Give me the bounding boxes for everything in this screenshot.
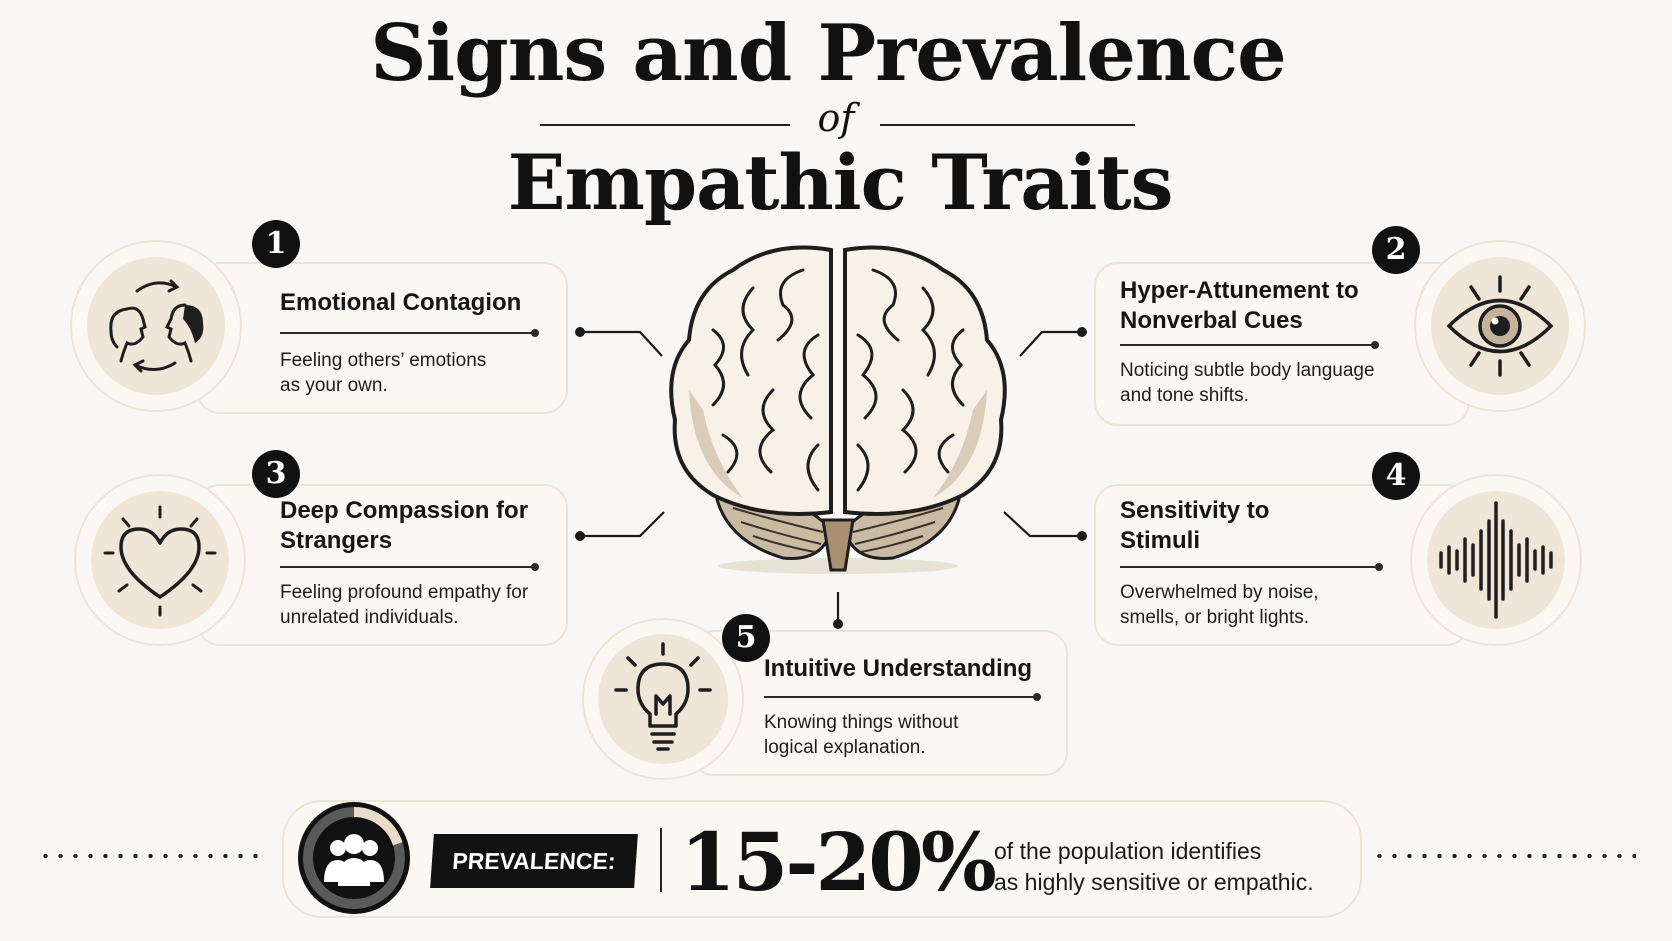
trait-description: Knowing things without logical explanati… xyxy=(764,712,959,758)
title-rule-right xyxy=(880,124,1135,126)
people-group-icon xyxy=(298,802,410,914)
trait-card-3: Deep Compassion for Strangers Feeling pr… xyxy=(196,484,568,646)
trait-description: Noticing subtle body language and tone s… xyxy=(1120,360,1375,406)
connector-1 xyxy=(580,330,663,357)
title-rule-left xyxy=(540,124,790,126)
prevalence-description: of the population identifies as highly s… xyxy=(994,836,1314,898)
title-connector: of xyxy=(817,96,855,140)
connector-2 xyxy=(1019,330,1082,357)
prevalence-description-line-2: as highly sensitive or empathic. xyxy=(994,869,1314,895)
connector-3 xyxy=(580,511,665,538)
trait-card-2: Hyper-Attunement to Nonverbal Cues Notic… xyxy=(1094,262,1470,426)
trait-rule xyxy=(1120,341,1379,349)
two-faces-exchange-icon xyxy=(109,279,204,373)
trait-description: Feeling profound empathy for unrelated i… xyxy=(280,582,529,628)
trait-icon-circle-3 xyxy=(74,474,246,646)
heart-icon xyxy=(103,505,217,617)
trait-heading: Hyper-Attunement to Nonverbal Cues xyxy=(1120,277,1359,334)
trait-heading: Deep Compassion for Strangers xyxy=(280,497,529,554)
dotted-rule-right xyxy=(1372,854,1636,858)
prevalence-label: PREVALENCE: xyxy=(430,834,638,888)
sound-wave-icon xyxy=(1439,501,1553,619)
connector-4 xyxy=(1003,511,1082,538)
trait-heading: Intuitive Understanding xyxy=(764,655,1033,682)
prevalence-description-line-1: of the population identifies xyxy=(994,838,1262,864)
title-line-1: Signs and Prevalence xyxy=(370,8,1287,99)
trait-rule xyxy=(280,329,539,337)
prevalence-value: 15-20% xyxy=(680,815,997,909)
brain-icon xyxy=(669,245,1007,574)
dotted-rule-left xyxy=(38,854,268,858)
trait-icon-circle-2 xyxy=(1414,240,1586,412)
trait-rule xyxy=(280,563,539,571)
eye-icon xyxy=(1446,275,1554,377)
trait-icon-circle-1 xyxy=(70,240,242,412)
trait-badge-5: 5 xyxy=(722,614,770,662)
trait-description: Overwhelmed by noise, smells, or bright … xyxy=(1120,582,1319,628)
trait-icon-circle-4 xyxy=(1410,474,1582,646)
trait-rule xyxy=(764,693,1041,701)
trait-badge-4: 4 xyxy=(1372,452,1420,500)
trait-card-1: Emotional Contagion Feeling others’ emot… xyxy=(196,262,568,414)
trait-heading: Sensitivity to Stimuli xyxy=(1120,497,1270,554)
trait-description: Feeling others’ emotions as your own. xyxy=(280,350,487,396)
trait-badge-2: 2 xyxy=(1372,226,1420,274)
trait-badge-1: 1 xyxy=(252,220,300,268)
trait-icon-circle-5 xyxy=(582,618,744,780)
trait-rule xyxy=(1120,563,1383,571)
prevalence-divider xyxy=(660,828,662,892)
trait-heading: Emotional Contagion xyxy=(280,289,522,316)
lightbulb-icon xyxy=(614,642,712,751)
trait-badge-3: 3 xyxy=(252,450,300,498)
title-line-2: Empathic Traits xyxy=(507,138,1174,227)
